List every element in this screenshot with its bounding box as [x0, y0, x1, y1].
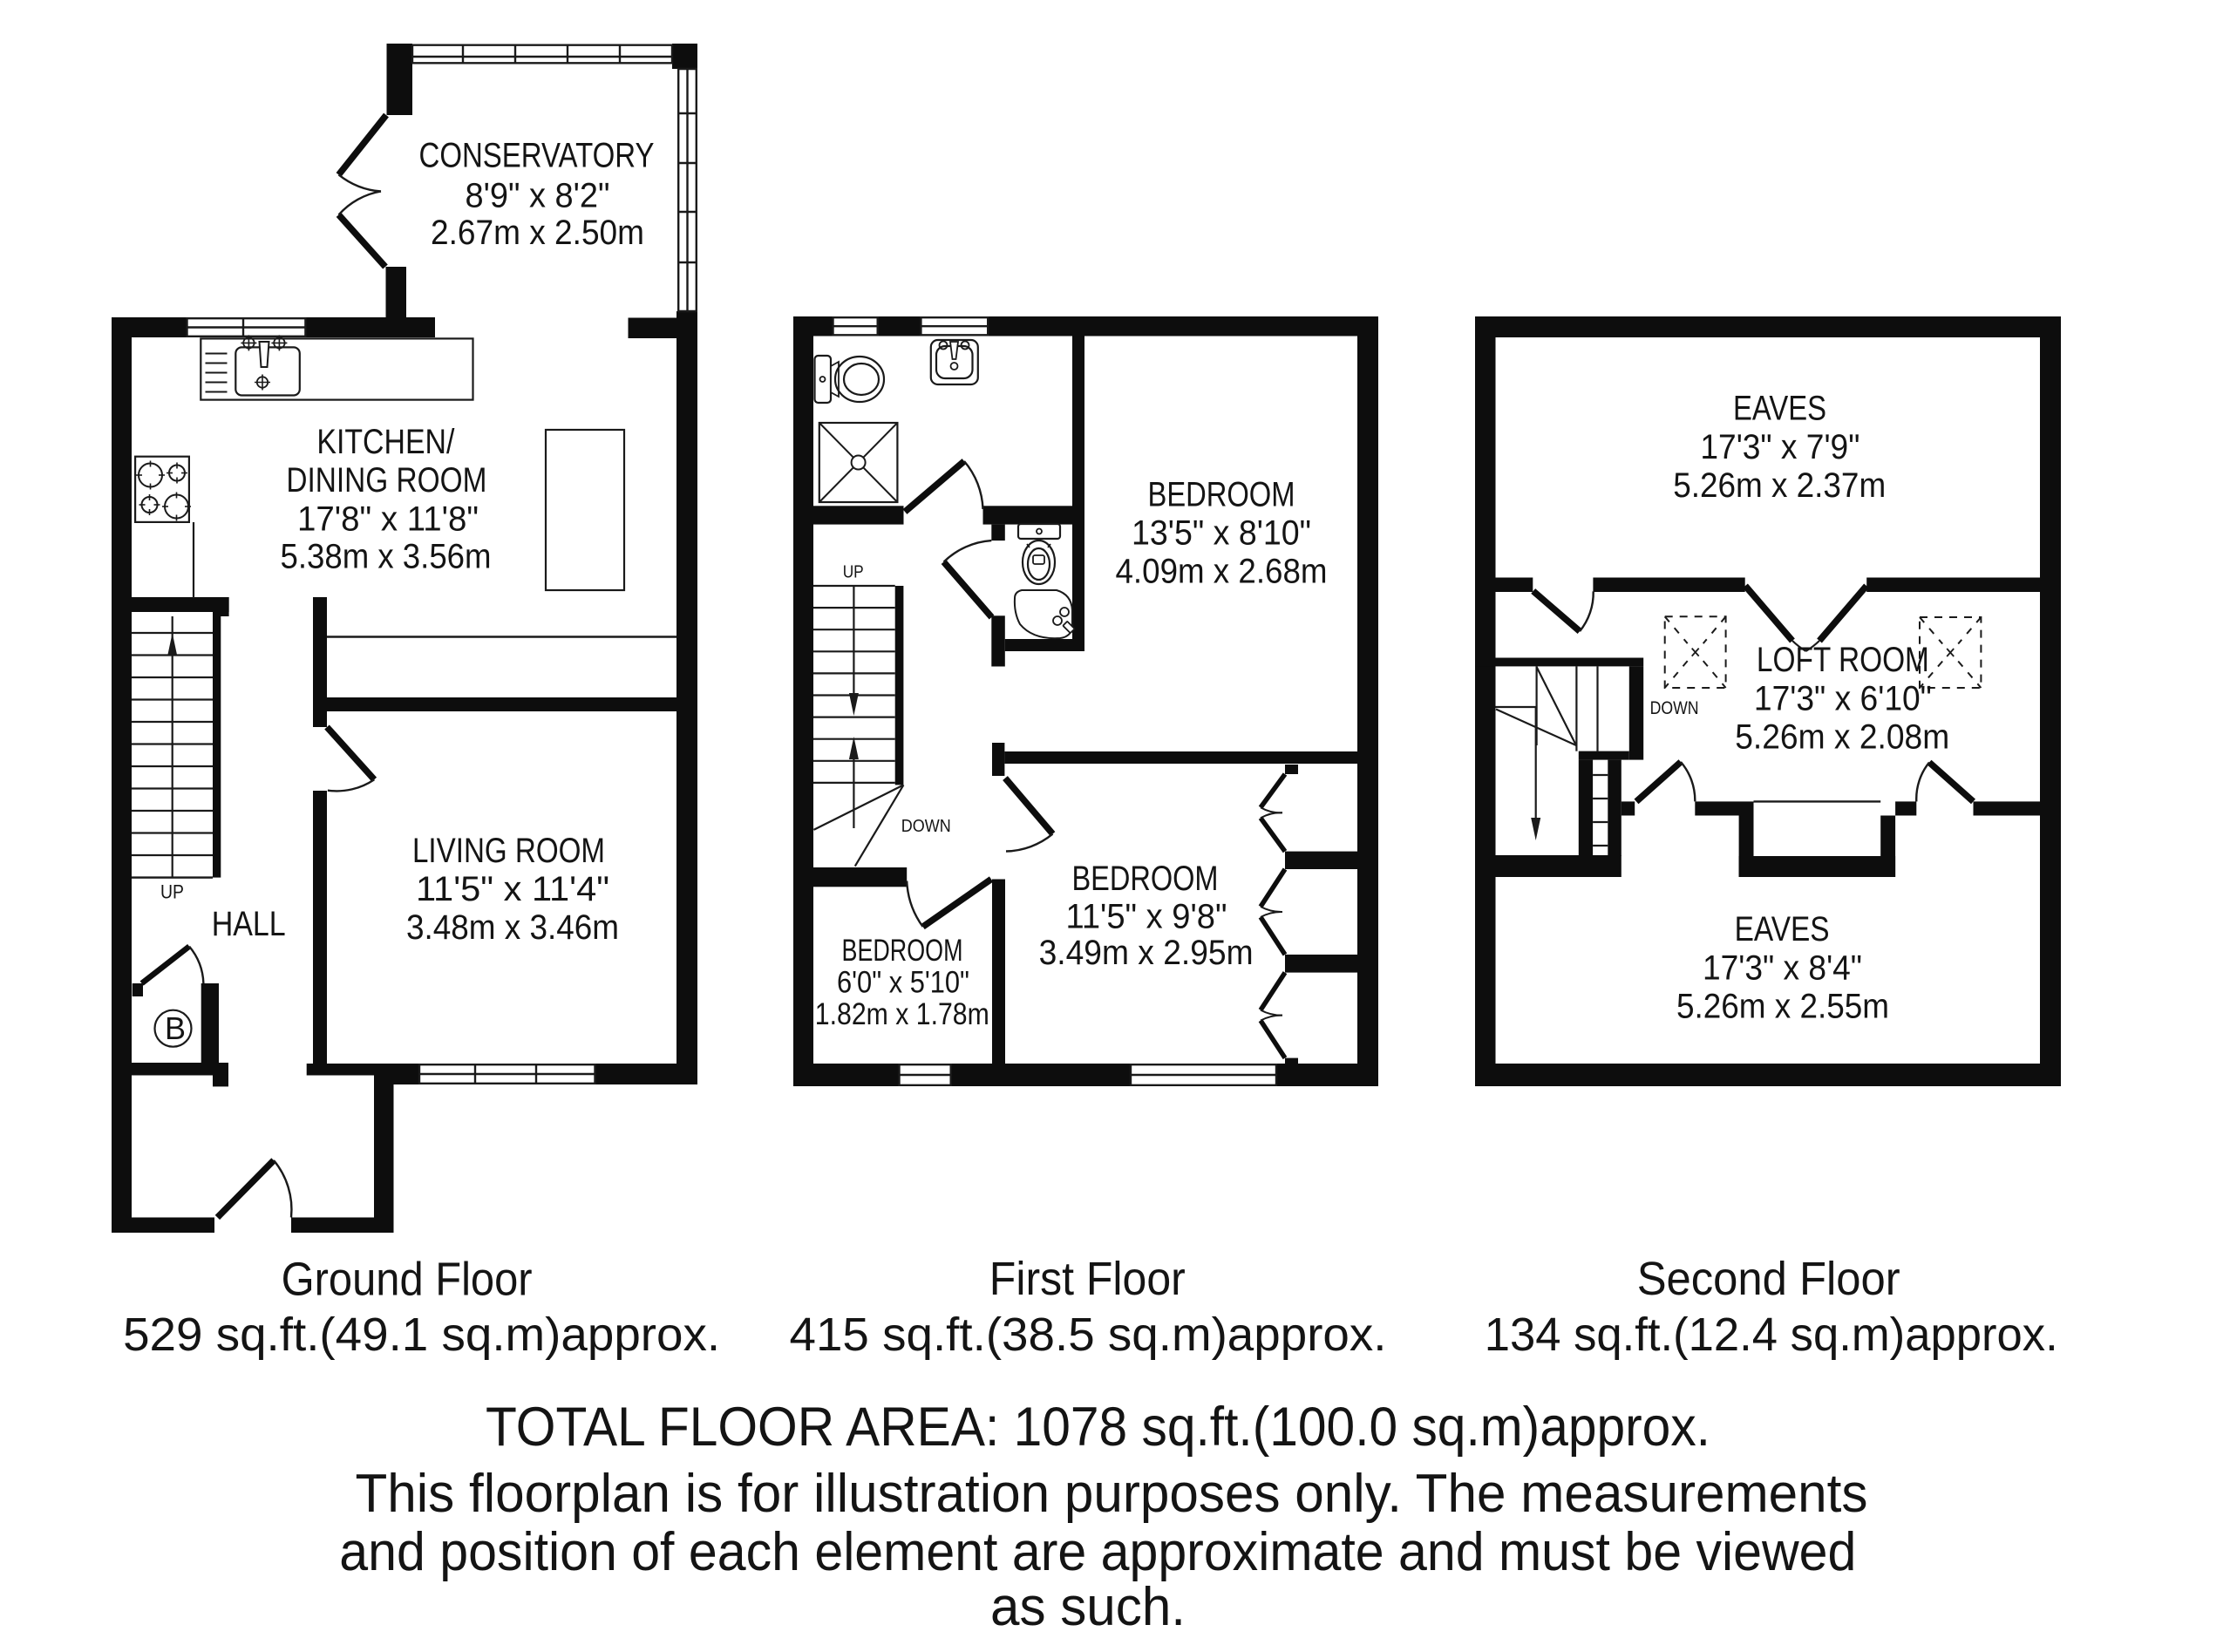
svg-text:Ground Floor: Ground Floor [282, 1254, 533, 1306]
svg-text:3.48m x 3.46m: 3.48m x 3.46m [406, 908, 619, 947]
svg-text:8'9" x 8'2": 8'9" x 8'2" [466, 176, 610, 214]
svg-text:3.49m x 2.95m: 3.49m x 2.95m [1039, 934, 1254, 972]
svg-text:KITCHEN/: KITCHEN/ [316, 423, 455, 461]
svg-text:2.67m x 2.50m: 2.67m x 2.50m [431, 214, 644, 252]
svg-text:UP: UP [843, 562, 864, 581]
svg-text:TOTAL FLOOR AREA: 1078 sq.ft.(: TOTAL FLOOR AREA: 1078 sq.ft.(100.0 sq.m… [486, 1397, 1710, 1458]
svg-text:17'3" x 8'4": 17'3" x 8'4" [1703, 948, 1862, 987]
svg-text:First Floor: First Floor [989, 1253, 1186, 1305]
svg-text:5.38m x 3.56m: 5.38m x 3.56m [281, 537, 492, 575]
svg-text:11'5" x 11'4": 11'5" x 11'4" [416, 870, 609, 908]
svg-text:LIVING ROOM: LIVING ROOM [412, 832, 605, 870]
svg-text:This floorplan is for illustra: This floorplan is for illustration purpo… [356, 1464, 1868, 1524]
svg-text:BEDROOM: BEDROOM [1072, 860, 1219, 898]
svg-text:DOWN: DOWN [1650, 698, 1699, 718]
svg-text:LOFT ROOM: LOFT ROOM [1757, 641, 1929, 679]
svg-text:BEDROOM: BEDROOM [1148, 475, 1295, 513]
svg-text:6'0" x 5'10": 6'0" x 5'10" [837, 966, 969, 1000]
svg-text:CONSERVATORY: CONSERVATORY [419, 137, 655, 175]
svg-text:1.82m x 1.78m: 1.82m x 1.78m [815, 997, 989, 1031]
svg-text:5.26m x 2.37m: 5.26m x 2.37m [1673, 466, 1886, 505]
svg-text:134 sq.ft.(12.4 sq.m)approx.: 134 sq.ft.(12.4 sq.m)approx. [1485, 1309, 2058, 1361]
svg-text:5.26m x 2.08m: 5.26m x 2.08m [1735, 718, 1949, 757]
svg-text:BEDROOM: BEDROOM [842, 934, 963, 968]
svg-text:EAVES: EAVES [1735, 910, 1830, 948]
svg-text:as such.: as such. [990, 1577, 1186, 1637]
svg-text:17'8" x 11'8": 17'8" x 11'8" [297, 500, 479, 539]
svg-text:B: B [165, 1010, 186, 1046]
svg-text:17'3" x 6'10": 17'3" x 6'10" [1754, 679, 1932, 717]
svg-text:DOWN: DOWN [901, 817, 951, 836]
svg-text:EAVES: EAVES [1733, 390, 1826, 428]
svg-text:Second Floor: Second Floor [1637, 1253, 1900, 1305]
svg-text:UP: UP [160, 881, 184, 903]
svg-text:529 sq.ft.(49.1 sq.m)approx.: 529 sq.ft.(49.1 sq.m)approx. [123, 1309, 720, 1361]
svg-text:415 sq.ft.(38.5 sq.m)approx.: 415 sq.ft.(38.5 sq.m)approx. [790, 1309, 1387, 1361]
svg-text:17'3" x 7'9": 17'3" x 7'9" [1700, 428, 1859, 466]
svg-text:DINING ROOM: DINING ROOM [286, 461, 486, 500]
svg-text:13'5" x 8'10": 13'5" x 8'10" [1132, 513, 1311, 552]
svg-text:and position of each element a: and position of each element are approxi… [339, 1522, 1856, 1582]
svg-text:4.09m x 2.68m: 4.09m x 2.68m [1116, 553, 1328, 591]
svg-text:5.26m x 2.55m: 5.26m x 2.55m [1676, 988, 1889, 1026]
svg-text:HALL: HALL [212, 905, 286, 943]
svg-text:11'5" x 9'8": 11'5" x 9'8" [1066, 898, 1227, 936]
